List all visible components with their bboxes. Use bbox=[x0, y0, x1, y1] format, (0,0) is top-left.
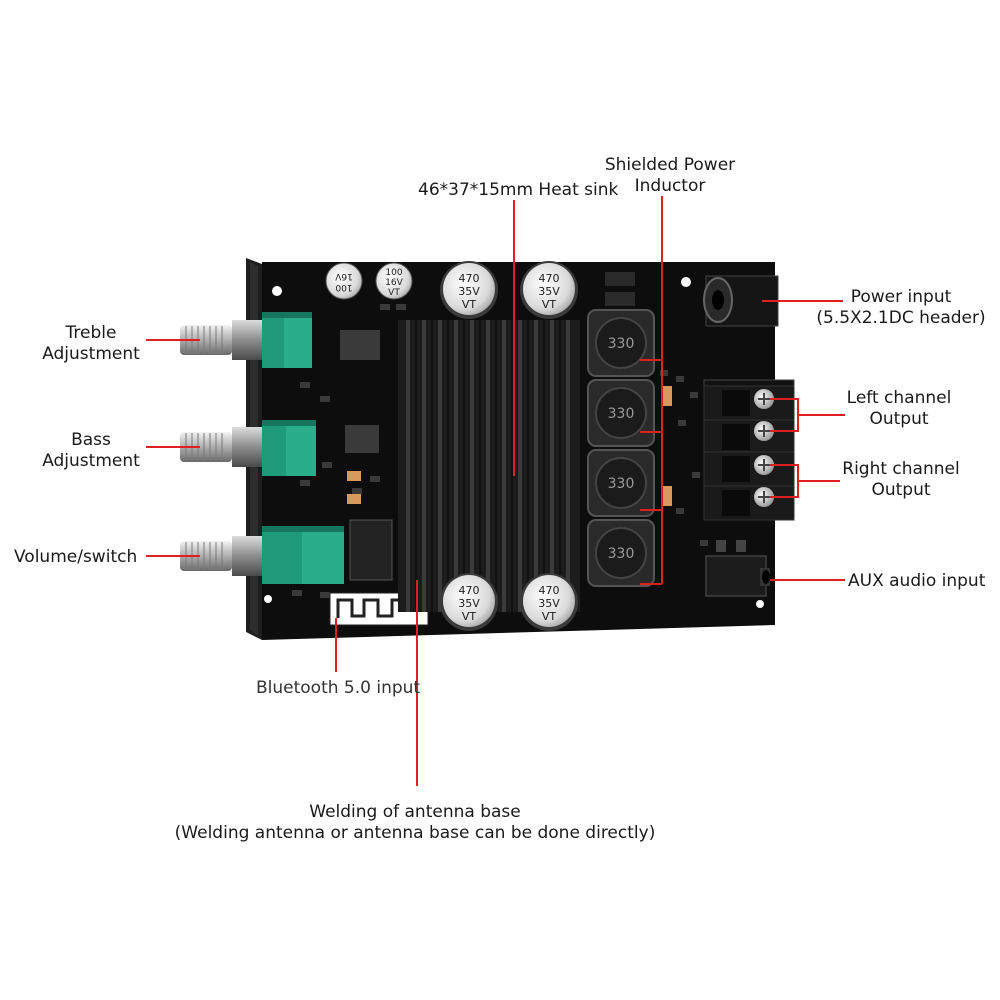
capacitor-bottom-left: 470 35V VT bbox=[440, 573, 498, 631]
capacitor-small-2: 100 16V VT bbox=[375, 262, 413, 300]
terminal-block bbox=[703, 379, 795, 521]
right-channel-label: Right channel Output bbox=[834, 459, 968, 501]
bass-label-line1: Bass bbox=[71, 430, 111, 450]
svg-text:470: 470 bbox=[459, 584, 480, 597]
capacitor-bottom-right: 470 35V VT bbox=[520, 573, 578, 631]
knob-bass bbox=[180, 427, 262, 467]
aux-input-label: AUX audio input bbox=[848, 571, 986, 591]
treble-label: Treble Adjustment bbox=[36, 323, 146, 365]
capacitor-top-right: 470 35V VT bbox=[520, 261, 578, 319]
heatsink bbox=[398, 320, 580, 612]
heat-sink-label: 46*37*15mm Heat sink bbox=[418, 180, 619, 200]
bass-label: Bass Adjustment bbox=[36, 430, 146, 472]
potentiometer-volume bbox=[262, 526, 344, 584]
left-channel-label: Left channel Output bbox=[838, 388, 960, 430]
antenna-label: Welding of antenna base (Welding antenna… bbox=[160, 802, 670, 844]
antenna-label-line1: Welding of antenna base bbox=[309, 802, 521, 822]
potentiometer-bass bbox=[262, 420, 316, 476]
svg-text:470: 470 bbox=[539, 584, 560, 597]
left-channel-label-line1: Left channel bbox=[846, 388, 952, 408]
svg-text:16V: 16V bbox=[334, 271, 352, 281]
aux-jack bbox=[705, 540, 770, 597]
svg-text:470: 470 bbox=[459, 272, 480, 285]
knob-volume bbox=[180, 536, 262, 576]
inductor-label-line1: Shielded Power bbox=[604, 155, 736, 175]
svg-text:330: 330 bbox=[608, 406, 635, 422]
svg-text:330: 330 bbox=[608, 546, 635, 562]
inductor-label-line2: Inductor bbox=[634, 176, 706, 196]
svg-text:VT: VT bbox=[388, 288, 400, 298]
treble-label-line1: Treble bbox=[65, 323, 117, 343]
capacitor-small-1: 100 16V bbox=[325, 262, 363, 300]
bass-label-line2: Adjustment bbox=[42, 451, 140, 471]
svg-text:35V: 35V bbox=[538, 285, 560, 298]
svg-text:470: 470 bbox=[539, 272, 560, 285]
capacitor-top-left: 470 35V VT bbox=[440, 261, 498, 319]
svg-text:VT: VT bbox=[462, 610, 477, 623]
right-channel-label-line2: Output bbox=[871, 480, 931, 500]
power-input-label-line1: Power input bbox=[850, 287, 952, 307]
svg-text:16V: 16V bbox=[385, 278, 403, 288]
power-input-label-line2: (5.5X2.1DC header) bbox=[816, 308, 986, 328]
leader-lines bbox=[146, 196, 845, 786]
right-channel-label-line1: Right channel bbox=[842, 459, 960, 479]
svg-text:330: 330 bbox=[608, 476, 635, 492]
power-input-label: Power input (5.5X2.1DC header) bbox=[816, 287, 986, 329]
svg-text:100: 100 bbox=[385, 268, 402, 278]
inductor-4: 330 bbox=[587, 519, 655, 587]
svg-text:VT: VT bbox=[542, 610, 557, 623]
inductor-1: 330 bbox=[587, 309, 655, 377]
svg-text:35V: 35V bbox=[458, 285, 480, 298]
treble-label-line2: Adjustment bbox=[42, 344, 140, 364]
potentiometer-treble bbox=[262, 312, 312, 368]
svg-text:35V: 35V bbox=[458, 597, 480, 610]
left-channel-label-line2: Output bbox=[869, 409, 929, 429]
antenna-label-line2: (Welding antenna or antenna base can be … bbox=[174, 823, 656, 843]
inductor-label: Shielded Power Inductor bbox=[600, 155, 740, 197]
svg-text:330: 330 bbox=[608, 336, 635, 352]
bluetooth-label: Bluetooth 5.0 input bbox=[256, 678, 421, 698]
svg-text:100: 100 bbox=[335, 282, 352, 292]
volume-label: Volume/switch bbox=[14, 547, 138, 567]
svg-text:VT: VT bbox=[542, 298, 557, 311]
inductor-3: 330 bbox=[587, 449, 655, 517]
svg-text:35V: 35V bbox=[538, 597, 560, 610]
svg-text:VT: VT bbox=[462, 298, 477, 311]
inductor-2: 330 bbox=[587, 379, 655, 447]
knob-treble bbox=[180, 320, 262, 360]
